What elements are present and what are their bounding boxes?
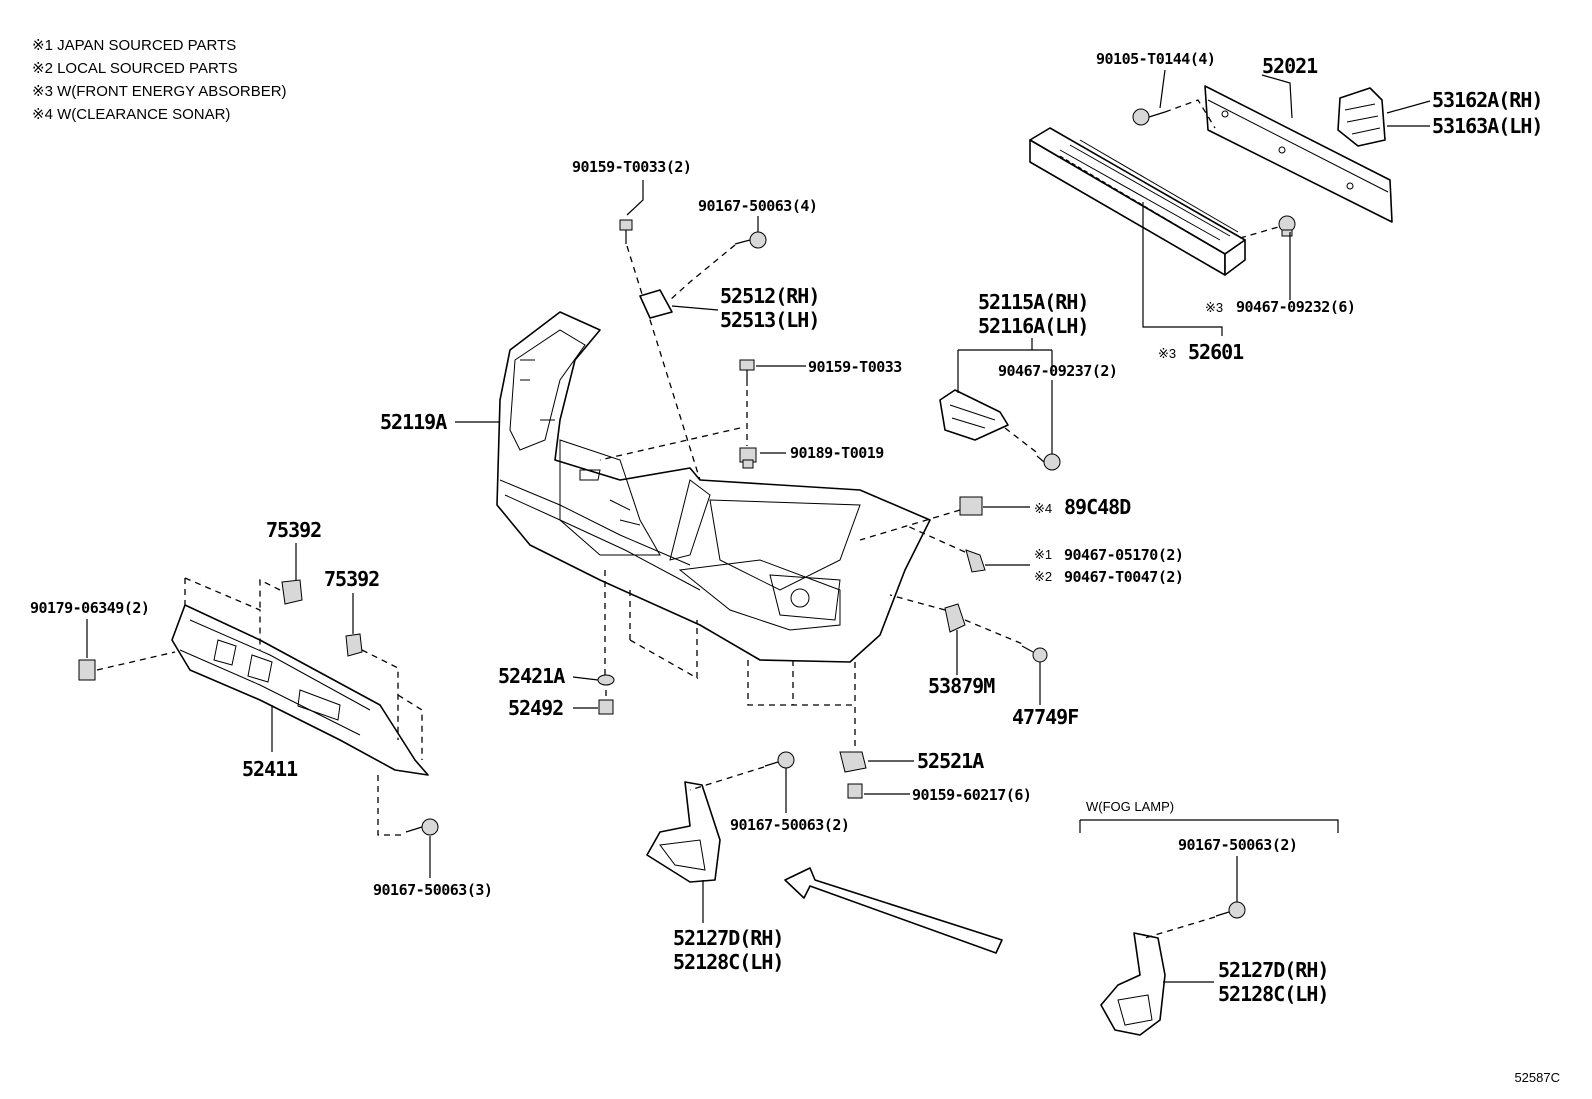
- label-52513: 52513(LH): [720, 308, 819, 332]
- label-90159a: 90159-T0033(2): [572, 158, 691, 176]
- clip-90467-09232-icon: [1278, 215, 1296, 237]
- label-52411: 52411: [242, 757, 298, 781]
- label-90167a: 90167-50063(4): [698, 197, 817, 215]
- figure-number: 52587C: [1514, 1070, 1560, 1085]
- bolt-47749-icon: [1021, 645, 1048, 663]
- view-direction-arrow-icon: [784, 867, 1003, 954]
- label-fog-lamp-group: W(FOG LAMP): [1086, 799, 1174, 814]
- label-90467-05170: 90467-05170(2): [1064, 546, 1183, 564]
- label-52119: 52119A: [380, 410, 447, 434]
- label-90467-09232-mark: ※3: [1205, 300, 1223, 315]
- screw-90167-50063-3-icon: [405, 818, 439, 836]
- label-90189: 90189-T0019: [790, 444, 884, 462]
- fog-cover-52127-fog: [1100, 932, 1166, 1036]
- label-52601-mark: ※3: [1158, 346, 1176, 361]
- label-90167d: 90167-50063(2): [1178, 836, 1297, 854]
- bumper-reinforcement: [1204, 85, 1393, 223]
- label-90467-05170-mark: ※1: [1034, 547, 1052, 562]
- label-90105: 90105-T0144(4): [1096, 50, 1215, 68]
- clip-75392a-icon: [281, 579, 303, 605]
- screw-90167-50063-2b-icon: [1215, 901, 1246, 919]
- label-75392a: 75392: [266, 518, 321, 542]
- label-52127a: 52127D(RH): [673, 926, 783, 950]
- label-53163: 53163A(LH): [1432, 114, 1542, 138]
- label-90467-09232: 90467-09232(6): [1236, 298, 1355, 316]
- nut-90189-icon: [739, 447, 757, 469]
- label-90467-09237: 90467-09237(2): [998, 362, 1117, 380]
- legend: ※1 JAPAN SOURCED PARTS ※2 LOCAL SOURCED …: [32, 37, 287, 123]
- energy-absorber: [1029, 127, 1246, 276]
- legend-item-4: ※4 W(CLEARANCE SONAR): [32, 106, 230, 123]
- side-bracket-52512: [639, 289, 673, 319]
- label-89c48: 89C48D: [1064, 495, 1131, 519]
- clip-52492-icon: [598, 699, 614, 715]
- bracket-53162: [1337, 87, 1386, 147]
- sonar-retainer-icon: [959, 496, 983, 516]
- label-90159c: 90159-60217(6): [912, 786, 1031, 804]
- screw-90167-50063-4-icon: [734, 231, 767, 249]
- screw-90167-50063-2a-icon: [764, 751, 795, 769]
- label-52521: 52521A: [917, 749, 984, 773]
- bolt-90105-icon: [1132, 108, 1166, 126]
- label-90167b: 90167-50063(2): [730, 816, 849, 834]
- label-52115: 52115A(RH): [978, 290, 1088, 314]
- label-52421: 52421A: [498, 664, 565, 688]
- nut-52521-icon: [839, 751, 867, 773]
- fog-cover-52127-rh: [646, 781, 721, 883]
- clip-90467-05170-icon: [965, 549, 986, 573]
- label-52127b: 52127D(RH): [1218, 958, 1328, 982]
- screw-90159-icon: [619, 219, 633, 244]
- label-90159b: 90159-T0033: [808, 358, 902, 376]
- label-90467-T0047: 90467-T0047(2): [1064, 568, 1183, 586]
- label-90179: 90179-06349(2): [30, 599, 149, 617]
- clip-75392b-icon: [345, 633, 363, 657]
- label-52128b: 52128C(LH): [1218, 982, 1328, 1006]
- screw-90159-60217-icon: [847, 783, 863, 799]
- bracket-53879-icon: [944, 603, 966, 633]
- label-89c48-mark: ※4: [1034, 501, 1052, 516]
- legend-item-1: ※1 JAPAN SOURCED PARTS: [32, 37, 236, 54]
- label-52021: 52021: [1262, 54, 1318, 78]
- clip-90179-icon: [78, 659, 96, 681]
- label-90467-T0047-mark: ※2: [1034, 569, 1052, 584]
- label-52492: 52492: [508, 696, 563, 720]
- legend-item-3: ※3 W(FRONT ENERGY ABSORBER): [32, 83, 287, 100]
- label-90167c: 90167-50063(3): [373, 881, 492, 899]
- clip-52421-icon: [597, 674, 615, 686]
- bolt-90467-09237-icon: [1036, 453, 1061, 471]
- label-53879: 53879M: [928, 674, 995, 698]
- label-47749: 47749F: [1012, 705, 1078, 729]
- side-retainer-52115: [939, 389, 1009, 441]
- label-52116: 52116A(LH): [978, 314, 1088, 338]
- label-52601: 52601: [1188, 340, 1244, 364]
- label-75392b: 75392: [324, 567, 379, 591]
- lower-grille-52411: [171, 604, 429, 776]
- label-52512: 52512(RH): [720, 284, 819, 308]
- legend-item-2: ※2 LOCAL SOURCED PARTS: [32, 60, 238, 77]
- screw-90159-T0033-icon: [739, 359, 755, 386]
- label-53162: 53162A(RH): [1432, 88, 1542, 112]
- label-52128a: 52128C(LH): [673, 950, 783, 974]
